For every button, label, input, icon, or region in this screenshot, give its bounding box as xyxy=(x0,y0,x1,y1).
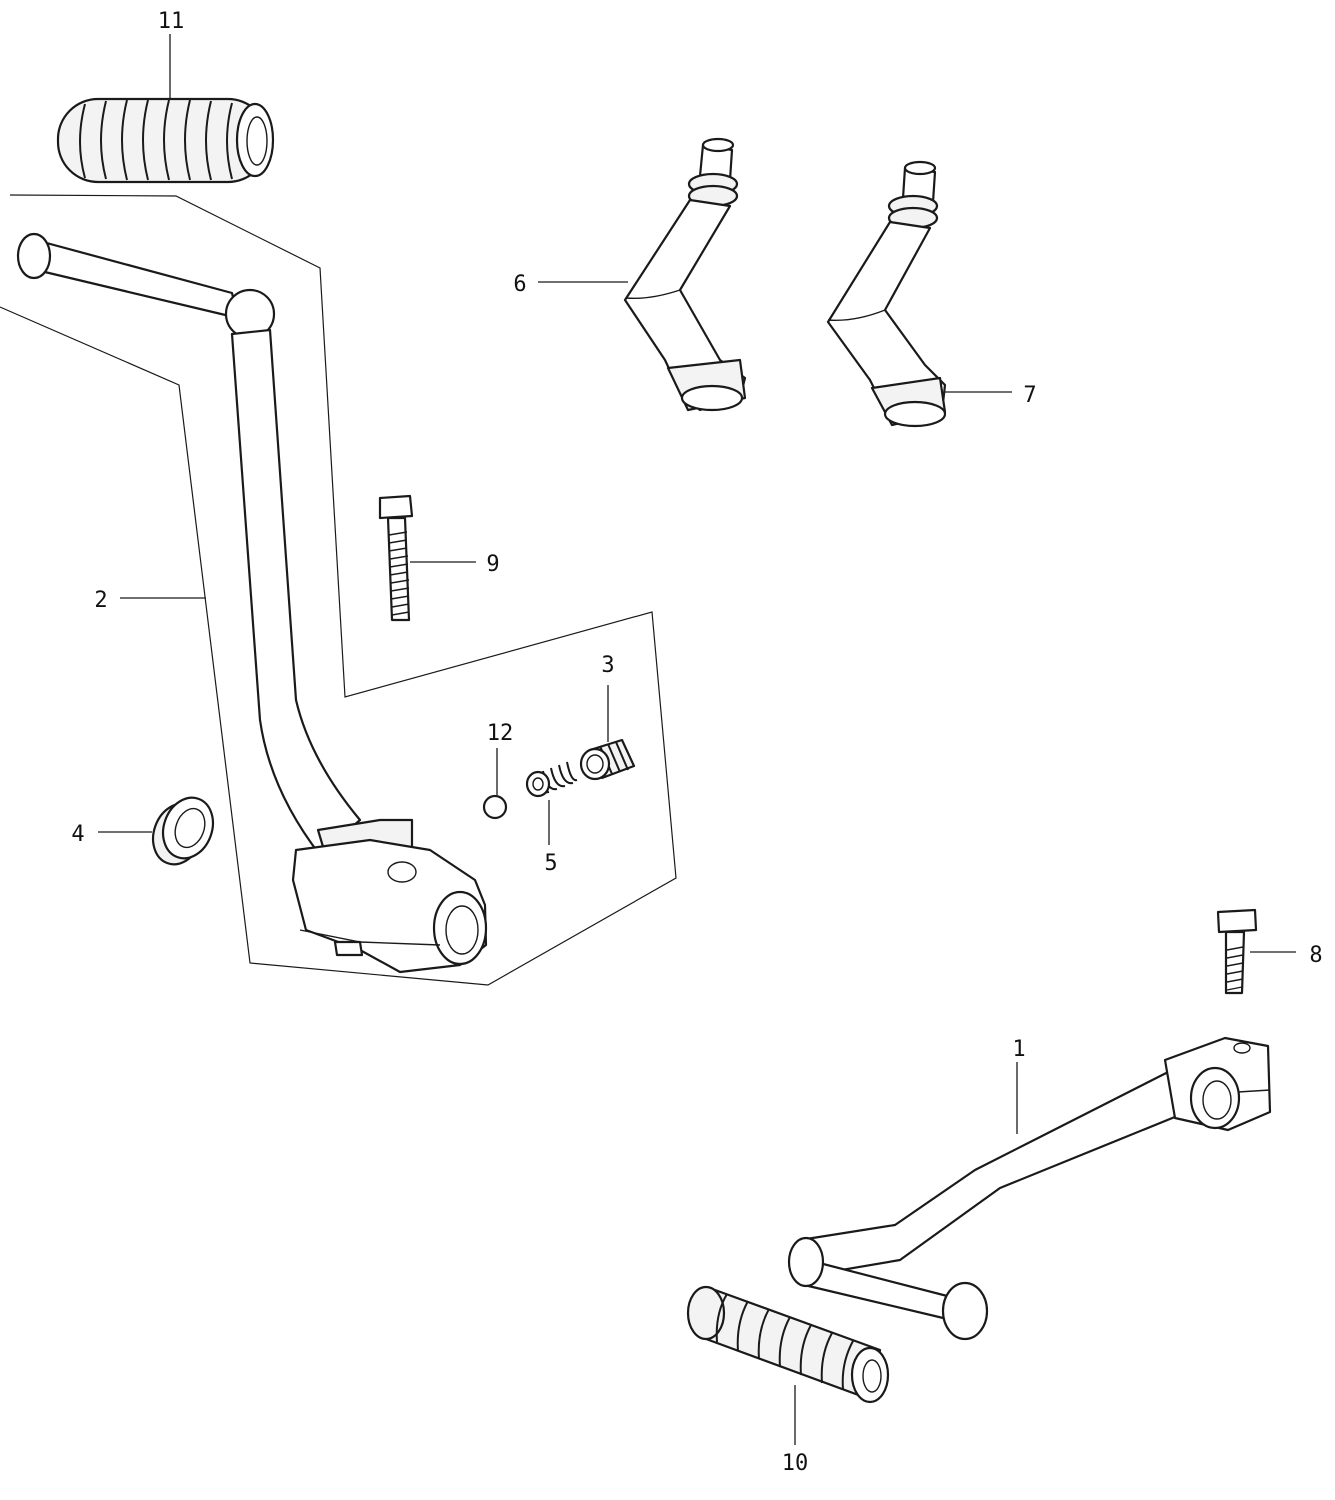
callout-9: 9 xyxy=(486,552,499,577)
callout-labels: 11 2 9 3 12 5 4 6 7 8 1 10 xyxy=(71,9,1322,1476)
part-10-rubber-grip xyxy=(686,1285,890,1404)
callout-12: 12 xyxy=(487,721,514,746)
part-12-steel-ball xyxy=(482,794,508,820)
assembly-boundary-outline xyxy=(0,194,677,986)
part-7-bent-tube xyxy=(826,160,947,428)
callout-6: 6 xyxy=(513,272,526,297)
callout-8: 8 xyxy=(1309,943,1322,968)
part-2-kickstarter-arm xyxy=(16,232,488,974)
callout-3: 3 xyxy=(601,653,614,678)
part-4-seal-ring xyxy=(151,796,215,866)
part-3-spring-holder xyxy=(579,738,636,781)
callout-5: 5 xyxy=(544,851,557,876)
part-11-rubber-grip xyxy=(56,97,275,184)
callout-11: 11 xyxy=(158,9,185,34)
part-8-bolt xyxy=(1216,908,1258,995)
part-5-coil-spring xyxy=(525,761,578,798)
callout-4: 4 xyxy=(71,822,84,847)
part-6-bent-tube xyxy=(623,137,747,412)
leader-lines xyxy=(98,34,1296,1445)
part-1-gearshift-pedal xyxy=(787,1036,1272,1341)
part-9-bolt xyxy=(378,494,414,622)
callout-10: 10 xyxy=(782,1451,809,1476)
callout-7: 7 xyxy=(1023,383,1036,408)
callout-1: 1 xyxy=(1012,1037,1025,1062)
callout-2: 2 xyxy=(94,588,107,613)
